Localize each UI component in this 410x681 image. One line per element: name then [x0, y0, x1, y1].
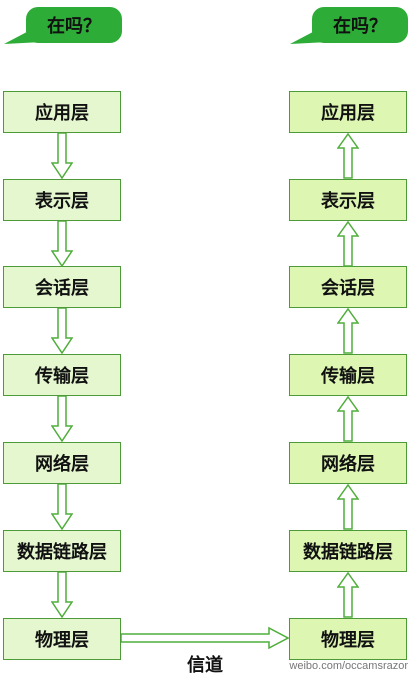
right-layer-label: 表示层: [321, 191, 375, 212]
left-layer-physical: 物理层: [3, 618, 121, 660]
left-layer-label: 表示层: [35, 191, 89, 212]
right-layer-label: 会话层: [321, 278, 375, 299]
left-layer-label: 会话层: [35, 278, 89, 299]
down-arrow-icon: [51, 396, 73, 442]
right-layer-label: 数据链路层: [303, 542, 393, 563]
left-layer-data-link: 数据链路层: [3, 530, 121, 572]
up-arrow-icon: [337, 484, 359, 530]
right-layer-transport: 传输层: [289, 354, 407, 396]
right-layer-presentation: 表示层: [289, 179, 407, 221]
left-layer-session: 会话层: [3, 266, 121, 308]
right-layer-application: 应用层: [289, 91, 407, 133]
right-speech-bubble: 在吗？: [312, 7, 408, 43]
watermark: weibo.com/occamsrazor: [289, 660, 408, 672]
left-bubble-text: 在吗？: [47, 16, 101, 37]
down-arrow-icon: [51, 133, 73, 179]
down-arrow-icon: [51, 221, 73, 267]
right-layer-label: 应用层: [321, 103, 375, 124]
right-layer-network: 网络层: [289, 442, 407, 484]
right-layer-label: 物理层: [321, 630, 375, 651]
left-layer-label: 数据链路层: [17, 542, 107, 563]
left-layer-network: 网络层: [3, 442, 121, 484]
left-layer-label: 应用层: [35, 103, 89, 124]
right-layer-data-link: 数据链路层: [289, 530, 407, 572]
right-layer-label: 网络层: [321, 454, 375, 475]
left-layer-label: 传输层: [35, 366, 89, 387]
right-layer-label: 传输层: [321, 366, 375, 387]
up-arrow-icon: [337, 221, 359, 267]
left-layer-label: 网络层: [35, 454, 89, 475]
right-layer-physical: 物理层: [289, 618, 407, 660]
up-arrow-icon: [337, 572, 359, 618]
up-arrow-icon: [337, 133, 359, 179]
left-layer-presentation: 表示层: [3, 179, 121, 221]
left-speech-bubble: 在吗？: [26, 7, 122, 43]
up-arrow-icon: [337, 396, 359, 442]
down-arrow-icon: [51, 484, 73, 530]
right-bubble-text: 在吗？: [333, 16, 387, 37]
left-layer-application: 应用层: [3, 91, 121, 133]
down-arrow-icon: [51, 308, 73, 354]
left-layer-transport: 传输层: [3, 354, 121, 396]
left-layer-label: 物理层: [35, 630, 89, 651]
right-layer-session: 会话层: [289, 266, 407, 308]
up-arrow-icon: [337, 308, 359, 354]
channel-arrow-icon: [121, 626, 289, 650]
down-arrow-icon: [51, 572, 73, 618]
channel-label: 信道: [187, 655, 223, 676]
